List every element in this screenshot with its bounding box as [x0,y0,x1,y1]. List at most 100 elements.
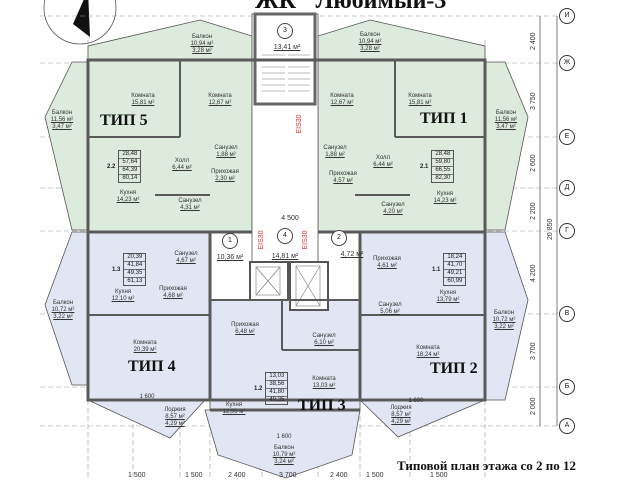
room-area: 6,48 м² [235,329,255,335]
axis-label: В [559,306,575,322]
room-area: 13,79 м² [436,297,460,303]
summary-value: 49,35 [124,270,146,278]
summary-value: 13,03 [266,373,288,381]
summary-value: 49,35 [269,397,285,403]
axis-label: Е [559,129,575,145]
apartment-type-label: ТИП 4 [128,358,176,375]
apartment-tip3-zone [204,299,361,479]
room-name: Прихожая [329,171,357,177]
room-area: 4,67 м² [176,258,196,264]
room-name: Санузел [174,251,198,257]
fire-door-label: EIS30 [258,230,265,250]
room-name: Кухня [225,402,243,408]
hall-area: 4,72 м² [340,251,364,258]
room-area: 4,57 м² [333,178,353,184]
room-area: 13,03 м² [312,383,336,389]
room-area: 4,20 м² [383,209,403,215]
hall-area: 14,81 м² [271,253,299,260]
room-area: 11,56 м² [50,117,74,123]
room-area: 6,44 м² [373,162,393,168]
dimension: 4 200 [530,264,537,282]
walls [86,58,487,412]
room-name: Кухня [114,289,132,295]
summary-value: 64,39 [119,167,141,175]
summary-value: 61,13 [127,278,143,284]
room-name: Балкон [191,34,213,40]
fire-door-label: EIS30 [302,230,309,250]
hall-number: 2 [331,230,347,246]
apartment-type-label: ТИП 3 [298,397,346,414]
hall-area: 10,36 м² [216,254,244,261]
room-name: Комната [133,340,157,346]
apartment-code: 2.2 [107,163,116,170]
axis-label: А [559,418,575,434]
room-area: 10,72 м² [492,317,516,323]
room-name: Санузел [378,302,402,308]
summary-value: 41,84 [124,262,146,270]
apartment-type-label: ТИП 2 [430,360,478,377]
dimension: 1 500 [430,472,448,479]
room-area: 12,10 м² [111,296,135,302]
room-name: Холл [375,155,391,161]
summary-value: 28,48 [432,151,454,159]
room-name: Балкон [52,300,74,306]
room-area: 3,24 м² [274,459,294,465]
apartment-type-label: ТИП 5 [100,112,148,129]
room-area: 4,29 м² [391,419,411,425]
room-name: Кухня [436,191,454,197]
room-area: 15,81 м² [131,100,155,106]
room-area: 1,88 м² [325,152,345,158]
room-area: 3,47 м² [496,124,516,130]
room-area: 11,56 м² [494,117,518,123]
room-area: 3,28 м² [192,48,212,54]
hall-number: 4 [277,228,293,244]
room-area: 14,23 м² [433,198,457,204]
room-area: 4,68 м² [163,293,183,299]
plan-caption: Типовой план этажа со 2 по 12 [397,458,577,473]
room-name: Кухня [119,190,137,196]
dimension: 1 500 [185,472,203,479]
window-dimension: 1 600 [276,434,292,440]
window-dimension: 1 600 [139,394,155,400]
dimension: 1 500 [128,472,146,479]
room-area: 4,61 м² [377,263,397,269]
page-title: ЖК "Любимый-3" [255,0,460,14]
summary-value: 66,55 [432,167,454,175]
room-name: Комната [312,376,336,382]
dimension: 3 700 [279,472,297,479]
summary-value: 41,80 [266,389,288,397]
room-area: 3,22 м² [53,314,73,320]
core-zone [249,12,329,311]
axis-label: Б [559,379,575,395]
summary-value: 38,56 [266,381,288,389]
summary-value: 82,30 [435,175,451,181]
room-area: 8,57 м² [391,412,411,418]
room-name: Комната [408,93,432,99]
room-area: 5,06 м² [380,309,400,315]
room-name: Балкон [273,445,295,451]
room-area: 12,67 м² [208,100,232,106]
room-name: Балкон [51,110,73,116]
dimension-lines [539,16,558,426]
room-name: Кухня [439,290,457,296]
room-name: Прихожая [373,256,401,262]
